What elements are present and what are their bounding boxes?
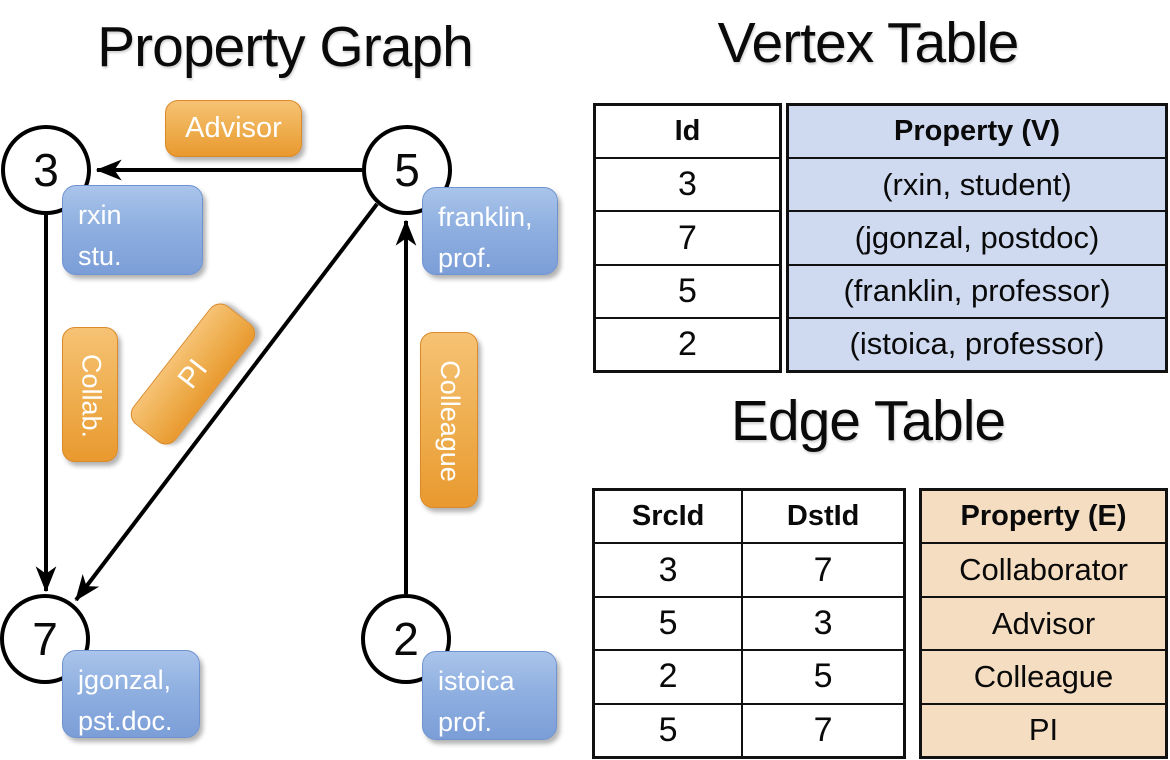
vertex-property-line1: rxin <box>78 200 122 230</box>
vertex-property-line2: prof. <box>438 707 493 737</box>
edge-table-property-cell: Collaborator <box>922 542 1165 595</box>
vertex-id-3: 3 <box>33 144 59 196</box>
edge-table-dstid-cell: 7 <box>741 704 903 757</box>
edge-label-collab: Collab. <box>62 327 118 462</box>
vertex-table-id-cell: 2 <box>596 316 779 370</box>
edge-table-dstid-cell: 7 <box>741 544 903 596</box>
vertex-property-box-2: istoica prof. <box>422 651 557 740</box>
edge-table-srcid-header: SrcId <box>631 500 705 533</box>
edge-table-property-header: Property (E) <box>960 500 1127 533</box>
vertex-property-line2: stu. <box>78 241 122 271</box>
vertex-property-line1: jgonzal, <box>78 665 172 695</box>
vertex-table-property-header: Property (V) <box>894 115 1060 148</box>
edge-table-dstid-header: DstId <box>741 491 903 543</box>
vertex-table-property-cell: (rxin, student) <box>789 157 1165 210</box>
edge-table-property-column: Property (E) Collaborator Advisor Collea… <box>919 488 1168 759</box>
edge-table-row: 2 5 <box>595 649 903 703</box>
graph-edges-svg <box>35 159 417 602</box>
vertex-property-line1: franklin, <box>438 202 533 232</box>
edge-table-srcid-cell: 2 <box>658 657 678 696</box>
vertex-id-5: 5 <box>394 144 420 196</box>
edge-label-colleague: Colleague <box>420 332 478 508</box>
vertex-table-property-cell: (istoica, professor) <box>789 316 1165 370</box>
edge-table-srcid-cell: 5 <box>658 710 678 749</box>
edge-arrow-5-to-7 <box>74 202 379 602</box>
vertex-id-7: 7 <box>32 613 58 665</box>
vertex-table-id-cell: 5 <box>596 263 779 317</box>
edge-table-property-cell: Colleague <box>922 649 1165 702</box>
edge-table-row: 5 7 <box>595 702 903 757</box>
edge-table-dstid-cell: 5 <box>741 651 903 703</box>
vertex-property-box-3: rxin stu. <box>62 185 203 275</box>
edge-table-row: 5 3 <box>595 595 903 650</box>
edge-table-id-columns: SrcId DstId 3 7 5 3 2 5 5 7 <box>592 488 906 759</box>
vertex-table-id-header: Id <box>674 115 701 148</box>
vertex-table-id-column: Id 3 7 5 2 <box>593 103 782 373</box>
vertex-table-property-column: Property (V) (rxin, student) (jgonzal, p… <box>786 103 1168 373</box>
vertex-circle-2: 2 <box>361 594 451 684</box>
edge-table-property-cell: Advisor <box>922 595 1165 649</box>
edge-table-title: Edge Table <box>730 389 1006 453</box>
vertex-table-property-cell: (jgonzal, postdoc) <box>789 210 1165 263</box>
vertex-property-line2: prof. <box>438 243 493 273</box>
edge-table-header-row: SrcId DstId <box>595 491 903 543</box>
edge-table-srcid-cell: 3 <box>658 550 678 589</box>
edge-table-property-cell: PI <box>922 702 1165 756</box>
vertex-table-property-cell: (franklin, professor) <box>789 263 1165 317</box>
vertex-table-id-cell: 3 <box>596 157 779 210</box>
property-graph-title: Property Graph <box>97 15 474 79</box>
vertex-id-2: 2 <box>393 613 419 665</box>
edge-label-text: Collab. <box>76 353 107 438</box>
edge-table-srcid-cell: 5 <box>658 604 678 643</box>
vertex-property-line1: istoica <box>438 666 515 696</box>
vertex-table-title: Vertex Table <box>717 11 1020 75</box>
edge-label-advisor: Advisor <box>165 100 302 157</box>
vertex-property-box-5: franklin, prof. <box>422 187 558 275</box>
vertex-property-box-7: jgonzal, pst.doc. <box>62 650 200 738</box>
vertex-property-line2: pst.doc. <box>78 706 173 736</box>
edge-label-text: PI <box>171 353 214 395</box>
edge-table-dstid-cell: 3 <box>741 597 903 650</box>
vertex-table-id-cell: 7 <box>596 210 779 263</box>
edge-label-text: Colleague <box>435 360 466 482</box>
edge-label-text: Advisor <box>185 112 282 144</box>
edge-table-row: 3 7 <box>595 542 903 596</box>
